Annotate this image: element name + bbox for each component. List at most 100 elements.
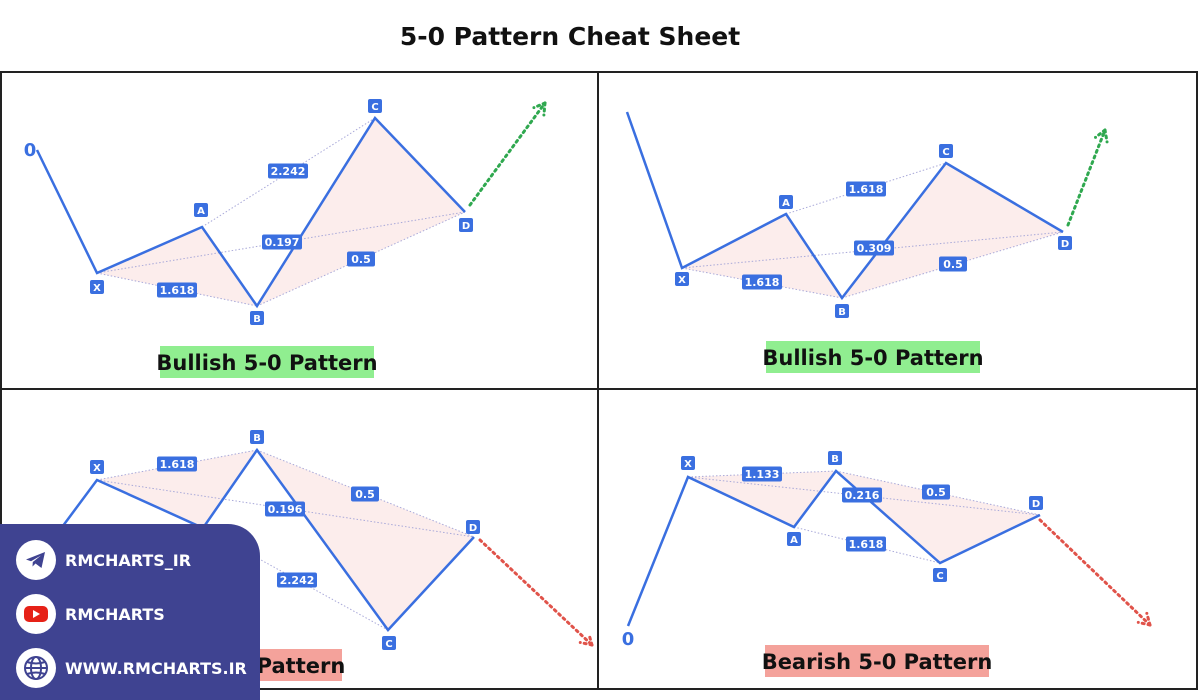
- point-label-d: D: [459, 218, 473, 232]
- ratio-label-x-d: 0.196: [265, 501, 305, 517]
- svg-text:0.196: 0.196: [268, 503, 303, 516]
- projection-arrow-head: [1094, 128, 1107, 139]
- page-title: 5-0 Pattern Cheat Sheet: [399, 22, 741, 51]
- projection-arrow-head: [587, 631, 594, 647]
- point-label-b: B: [835, 304, 849, 318]
- pattern-panel-2: 1.618 1.618 0.309 0.5X A B C D Bullish 5-0 Patte…: [625, 111, 1109, 373]
- origin-label: 0: [24, 140, 37, 161]
- projection-arrow-head: [532, 101, 547, 110]
- pattern-line: [626, 469, 1041, 627]
- point-label-c: C: [368, 99, 382, 113]
- projection-arrow-head: [578, 640, 594, 647]
- svg-text:Bullish 5-0 Pattern: Bullish 5-0 Pattern: [156, 351, 377, 375]
- svg-text:X: X: [678, 275, 686, 286]
- social-youtube[interactable]: RMCHARTS: [16, 594, 165, 634]
- svg-text:0.5: 0.5: [943, 258, 963, 271]
- svg-text:2.242: 2.242: [280, 574, 315, 587]
- ratio-line-xd: [681, 231, 1064, 269]
- svg-text:B: B: [831, 454, 839, 465]
- ratio-line-bd: [256, 211, 466, 307]
- ratio-label-x-d: 0.197: [262, 234, 302, 250]
- triangle-bcd: [842, 163, 1063, 298]
- svg-text:C: C: [942, 147, 949, 158]
- panel-title: Bullish 5-0 Pattern: [762, 341, 984, 373]
- projection-arrow-head: [1103, 128, 1109, 144]
- panel-title: Bearish 5-0 Pattern: [762, 645, 993, 677]
- triangle-bcd: [257, 118, 465, 306]
- point-label-c: C: [939, 144, 953, 158]
- point-label-b: B: [828, 451, 842, 465]
- point-label-x: X: [681, 456, 695, 470]
- projection-arrow-head: [1136, 620, 1152, 627]
- ratio-label-x-d: 0.309: [854, 240, 894, 256]
- ratio-label-b-d: 0.5: [922, 484, 950, 500]
- svg-text:D: D: [469, 523, 477, 534]
- ratio-label-x-b: 1.618: [157, 282, 197, 298]
- ratio-label-a-c: 2.242: [268, 163, 308, 179]
- svg-text:A: A: [790, 535, 798, 546]
- pattern-line: [35, 115, 466, 309]
- svg-text:X: X: [93, 283, 101, 294]
- panel-title: Bullish 5-0 Pattern: [156, 346, 378, 378]
- youtube-icon: [16, 594, 56, 634]
- globe-icon: [16, 648, 56, 688]
- svg-text:B: B: [838, 307, 846, 318]
- social-telegram[interactable]: RMCHARTS_IR: [16, 540, 191, 580]
- social-telegram-label: RMCHARTS_IR: [65, 550, 192, 570]
- svg-text:D: D: [1061, 239, 1069, 250]
- telegram-icon: [16, 540, 56, 580]
- svg-text:D: D: [1032, 499, 1040, 510]
- svg-text:X: X: [93, 463, 101, 474]
- svg-text:0.5: 0.5: [351, 253, 371, 266]
- ratio-line-xd: [96, 479, 475, 538]
- ratio-label-b-d: 0.5: [347, 251, 375, 267]
- svg-text:1.133: 1.133: [745, 468, 780, 481]
- projection-arrow: [468, 101, 547, 207]
- ratio-label-a-c: 1.618: [846, 536, 886, 552]
- svg-text:B: B: [253, 314, 261, 325]
- triangle-bcd: [836, 471, 1040, 563]
- point-label-a: A: [194, 203, 208, 217]
- point-label-b: B: [250, 430, 264, 444]
- point-label-d: D: [466, 520, 480, 534]
- point-label-a: A: [787, 532, 801, 546]
- svg-text:2.242: 2.242: [271, 165, 306, 178]
- ratio-label-x-d: 0.216: [842, 487, 882, 503]
- svg-text:X: X: [684, 459, 692, 470]
- social-website[interactable]: WWW.RMCHARTS.IR: [16, 648, 247, 688]
- projection-arrow-head: [542, 101, 547, 117]
- svg-text:0.216: 0.216: [845, 489, 880, 502]
- svg-text:Bearish 5-0 Pattern: Bearish 5-0 Pattern: [762, 650, 993, 674]
- svg-text:C: C: [385, 639, 392, 650]
- ratio-label-a-c: 2.242: [277, 572, 317, 588]
- svg-text:D: D: [462, 221, 470, 232]
- ratio-label-a-c: 1.618: [846, 181, 886, 197]
- svg-text:1.618: 1.618: [160, 458, 195, 471]
- pattern-line: [3, 447, 475, 632]
- social-website-label: WWW.RMCHARTS.IR: [65, 658, 247, 678]
- svg-text:0.309: 0.309: [857, 242, 892, 255]
- triangle-xab: [682, 214, 842, 298]
- ratio-label-x-b: 1.133: [742, 466, 782, 482]
- projection-arrow: [1038, 518, 1152, 627]
- svg-text:A: A: [197, 206, 205, 217]
- svg-text:Bullish 5-0 Pattern: Bullish 5-0 Pattern: [762, 346, 983, 370]
- ratio-label-b-d: 0.5: [351, 486, 379, 502]
- ratio-line-ac: [793, 526, 941, 564]
- point-label-c: C: [382, 636, 396, 650]
- point-label-a: A: [779, 195, 793, 209]
- point-label-d: D: [1058, 236, 1072, 250]
- point-label-x: X: [90, 460, 104, 474]
- svg-text:0.197: 0.197: [265, 236, 300, 249]
- ratio-label-b-d: 0.5: [939, 256, 967, 272]
- svg-text:1.618: 1.618: [745, 276, 780, 289]
- svg-text:1.618: 1.618: [849, 538, 884, 551]
- svg-text:C: C: [371, 102, 378, 113]
- point-label-b: B: [250, 311, 264, 325]
- svg-text:0.5: 0.5: [355, 488, 375, 501]
- point-label-d: D: [1029, 496, 1043, 510]
- svg-text:1.618: 1.618: [160, 284, 195, 297]
